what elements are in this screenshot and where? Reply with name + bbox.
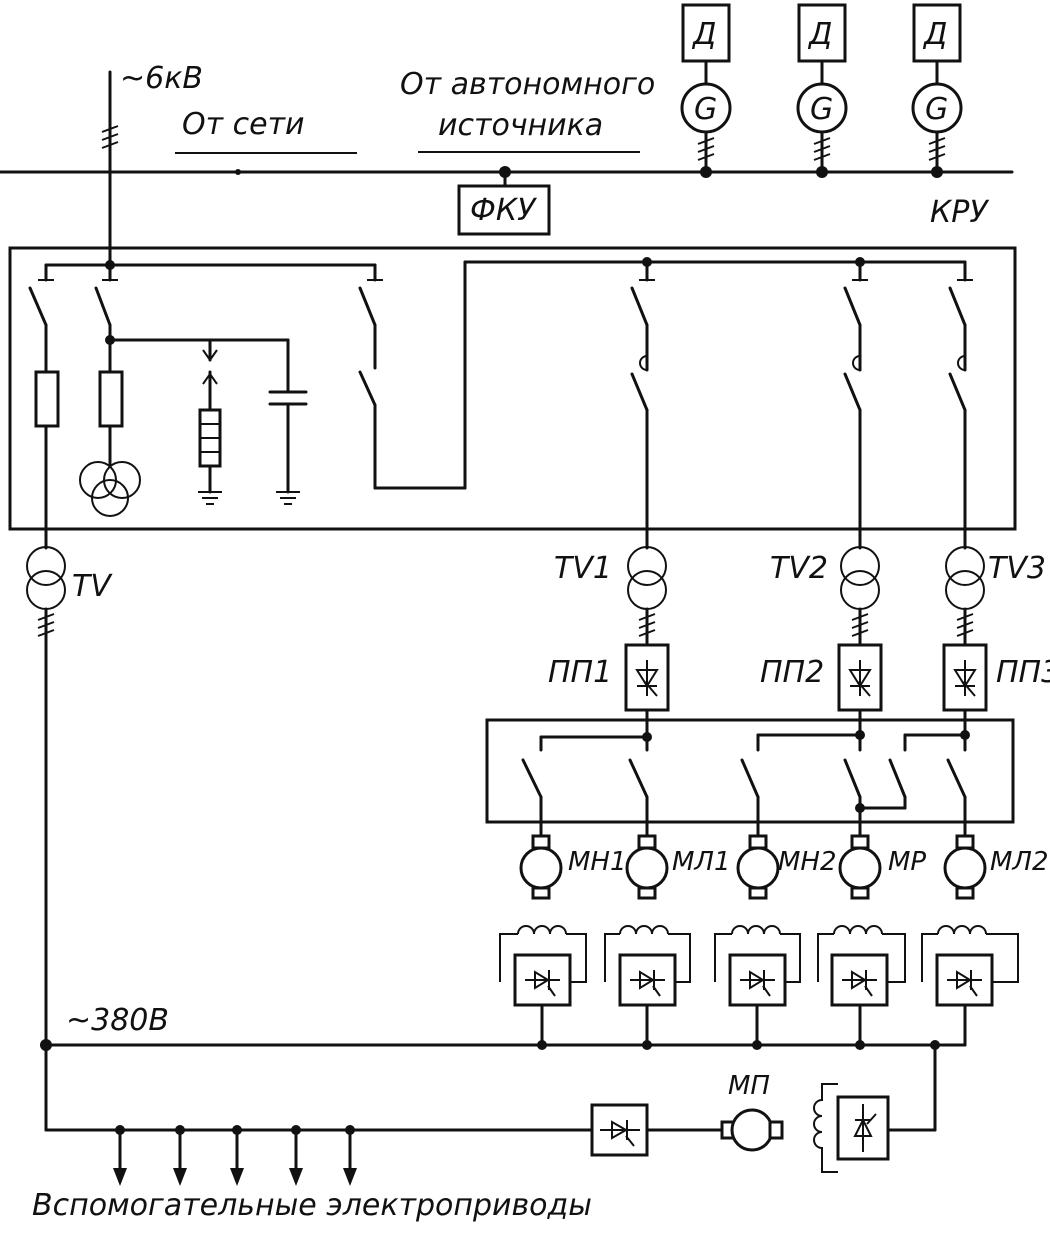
mp-converter: [590, 1103, 724, 1157]
exciter-4: [817, 925, 906, 1047]
tv-feeder: [28, 286, 60, 550]
kru-label: КРУ: [930, 195, 989, 230]
aux-bus: [44, 1125, 594, 1135]
converter-pp3: [942, 643, 988, 737]
mr-label: МР: [888, 847, 926, 877]
switchgear-bus-left: [38, 260, 383, 282]
diesel-generator-2: Д G: [796, 3, 848, 174]
motor-switching-panel: [485, 718, 1015, 824]
aux-feeder: [94, 286, 290, 468]
from-grid-label: От сети: [182, 107, 305, 142]
transformer-tv3: [945, 546, 985, 647]
tv1-label: TV1: [554, 551, 612, 586]
transformer-tv1: [627, 546, 667, 647]
tv3-feeder: [948, 286, 967, 550]
motor-mn1: [519, 834, 563, 900]
diesel-generator-1: Д G: [680, 3, 732, 174]
generator-label: G: [925, 92, 948, 127]
mp-field-exciter: [813, 1083, 890, 1173]
mn2-label: МН2: [778, 847, 837, 877]
converter-pp1: [624, 643, 670, 739]
diesel-label: Д: [922, 17, 947, 52]
surge-arrester: [198, 338, 222, 505]
switchgear-bus-right: [463, 257, 973, 282]
diesel-label: Д: [691, 17, 716, 52]
voltage-hv-label: ~6кВ: [120, 61, 203, 96]
fku-label: ФКУ: [470, 193, 537, 228]
ml1-label: МЛ1: [672, 847, 731, 877]
motor-ml1: [625, 834, 669, 900]
motor-ml2: [943, 834, 987, 900]
diesel-generator-3: Д G: [911, 3, 963, 174]
tv-label: TV: [72, 569, 113, 604]
pp3-label: ПП3: [996, 655, 1050, 690]
lv-bus-380v: [40, 1039, 967, 1132]
tv3-label: TV3: [988, 551, 1046, 586]
mp-label: МП: [728, 1071, 770, 1101]
exciter-5: [921, 925, 1019, 1047]
pp2-label: ПП2: [760, 655, 824, 690]
from-autonomous-label-line1: От автономного: [400, 67, 655, 102]
exciter-2: [604, 925, 691, 1047]
mn1-label: МН1: [568, 847, 627, 877]
kru-switchgear-box: [8, 246, 1017, 531]
ml2-label: МЛ2: [990, 847, 1049, 877]
tv2-label: TV2: [770, 551, 828, 586]
converter-pp2: [837, 643, 883, 737]
motor-mr: [838, 834, 882, 900]
tv2-feeder: [843, 286, 862, 550]
generator-label: G: [810, 92, 833, 127]
tv1-feeder: [630, 286, 649, 550]
aux-drive-arrows: [113, 1128, 357, 1186]
exciter-3: [714, 925, 801, 1047]
diesel-label: Д: [807, 17, 832, 52]
three-winding-transformer: [79, 461, 141, 517]
voltage-lv-label: ~380В: [66, 1003, 169, 1038]
generator-label: G: [694, 92, 717, 127]
exciter-1: [499, 925, 587, 1047]
grid-feed-line: [101, 70, 119, 270]
capacitor: [268, 338, 308, 505]
from-autonomous-label-line2: источника: [438, 108, 603, 143]
aux-drives-label: Вспомогательные электроприводы: [32, 1188, 592, 1223]
bus-tie-switch: [358, 260, 467, 490]
motor-mn2: [736, 834, 780, 900]
motor-switching-circuit: [521, 730, 970, 840]
fku-compensator: ФКУ: [457, 170, 551, 236]
pp1-label: ПП1: [548, 655, 612, 690]
motor-mp: [720, 1108, 784, 1152]
transformer-tv2: [840, 546, 880, 647]
